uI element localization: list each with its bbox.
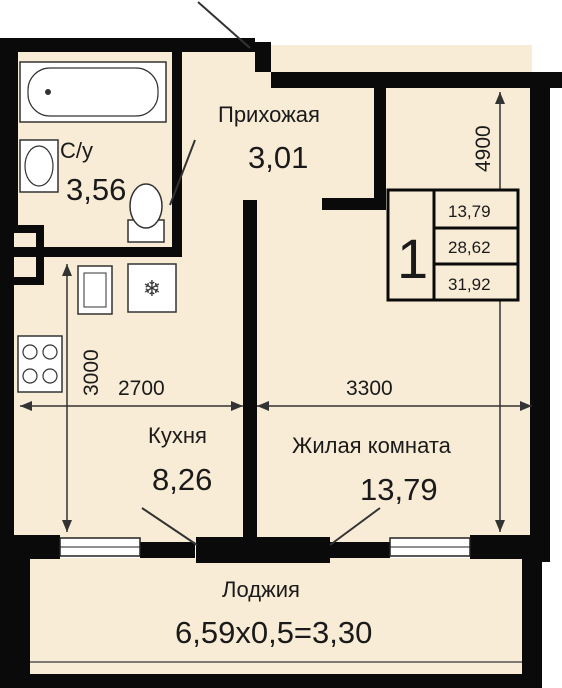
living-width-dimension: 3300 <box>346 377 393 400</box>
kitchen-width-dimension: 2700 <box>118 377 165 400</box>
summary-total-area: 31,92 <box>448 275 491 294</box>
loggia-floor <box>30 558 522 676</box>
sink-icon <box>19 139 59 193</box>
toilet-icon <box>127 183 165 243</box>
rooms-count: 1 <box>397 227 428 290</box>
bathroom-name: С/у <box>60 138 93 163</box>
living-door <box>329 507 381 546</box>
loggia-name: Лоджия <box>222 577 300 602</box>
kitchen-name: Кухня <box>148 423 207 448</box>
entrance-door <box>197 1 251 49</box>
bathroom-area: 3,56 <box>66 172 126 207</box>
living-area: 13,79 <box>360 472 438 507</box>
living-depth-dimension: 4900 <box>472 125 495 172</box>
svg-text:❄: ❄ <box>143 277 161 302</box>
kitchen-area: 8,26 <box>152 462 212 497</box>
summary-living-area: 13,79 <box>448 202 491 221</box>
walls <box>0 38 562 688</box>
kitchen-sink-icon <box>77 265 113 315</box>
living-name: Жилая комната <box>292 433 452 458</box>
summary-living-total: 28,62 <box>448 238 491 257</box>
window-left <box>59 537 141 557</box>
bathtub-icon <box>19 61 167 123</box>
stove-icon <box>17 335 63 393</box>
hallway-area: 3,01 <box>248 140 308 175</box>
kitchen-depth-dimension: 3000 <box>80 349 103 396</box>
bathroom-door <box>169 139 196 206</box>
window-right <box>389 537 471 557</box>
hallway-name: Прихожая <box>218 102 320 127</box>
fridge-icon: ❄ <box>127 263 177 313</box>
loggia-area: 6,59x0,5=3,30 <box>175 615 372 650</box>
summary-table <box>386 188 520 302</box>
kitchen-door <box>141 507 198 546</box>
dimension-lines <box>20 92 532 532</box>
